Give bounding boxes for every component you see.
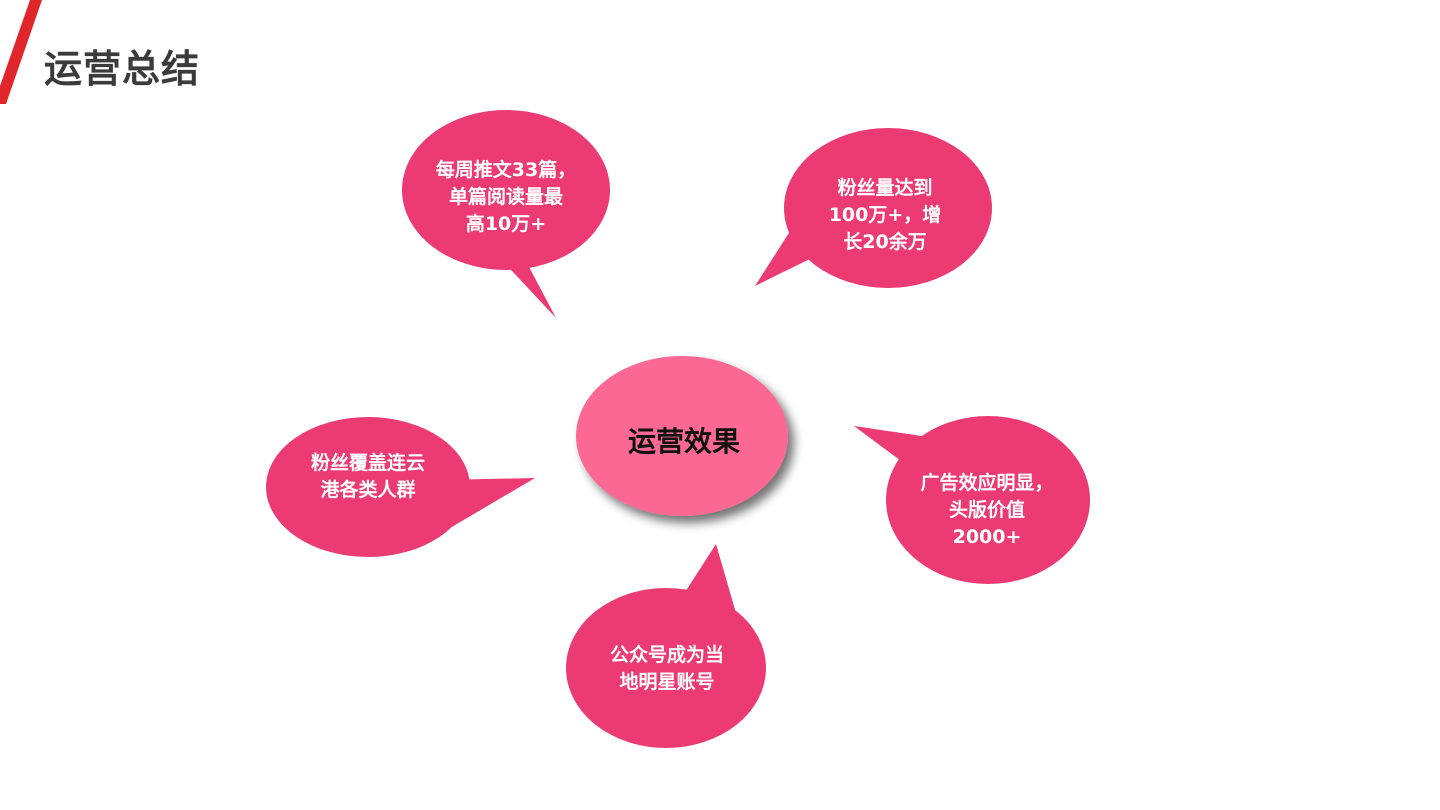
red-accent-slash: [0, 0, 42, 104]
speech-bubble-follower-count: [755, 128, 992, 288]
center-ellipse: [576, 356, 788, 516]
speech-bubble-weekly-posts: [402, 110, 610, 318]
bubble-text-follower-count: 粉丝量达到 100万+，增 长20余万: [828, 177, 942, 253]
speech-bubble-audience-coverage: [266, 417, 535, 557]
bubble-text-weekly-posts: 每周推文33篇， 单篇阅读量最 高10万+: [435, 159, 577, 235]
bubble-text-audience-coverage: 粉丝覆盖连云 港各类人群: [310, 452, 425, 501]
bubble-text-star-account: 公众号成为当 地明星账号: [609, 644, 724, 693]
center-label: 运营效果: [627, 425, 740, 458]
speech-bubble-ad-effect: [854, 416, 1090, 584]
speech-bubble-star-account: [566, 544, 766, 748]
page-title: 运营总结: [44, 47, 201, 91]
bubble-text-ad-effect: 广告效应明显， 头版价值 2000+: [920, 472, 1054, 548]
